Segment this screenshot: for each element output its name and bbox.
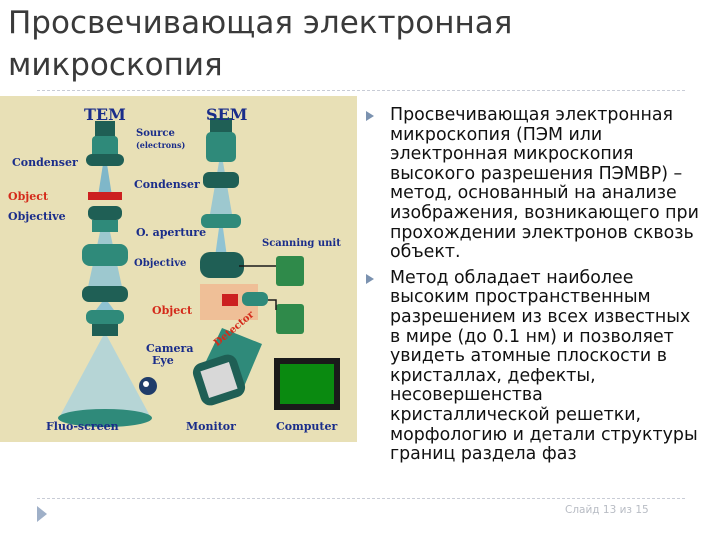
computer-label: Computer — [276, 420, 337, 433]
tem-beam-3 — [96, 302, 114, 310]
source-label: Source — [136, 128, 175, 139]
footer-divider — [37, 498, 685, 499]
monitor-label: Monitor — [186, 420, 236, 433]
computer-screen — [280, 364, 334, 404]
tem-heading: TEM — [84, 105, 126, 124]
slide-number: Слайд 13 из 15 — [565, 504, 649, 516]
sem-aperture — [201, 214, 241, 228]
sem-objective-label: Objective — [134, 258, 186, 269]
tem-gun — [95, 121, 115, 139]
sem-objective-lens — [200, 252, 244, 278]
tem-object-plate — [88, 192, 122, 200]
tem-column — [58, 121, 157, 427]
tem-sem-diagram: TEM SEM Condenser Object Objective Camer… — [0, 96, 357, 442]
bullet-marker-icon — [366, 111, 374, 121]
tem-projector-lens — [82, 244, 128, 266]
sem-object — [222, 294, 238, 306]
tem-object-label: Object — [8, 190, 49, 203]
bullet-text-2: Метод обладает наиболее высоким простран… — [390, 267, 698, 465]
tem-tube-1 — [92, 220, 118, 232]
tem-projection-cone — [60, 336, 150, 416]
bullet-list: Просвечивающая электронная микроскопия (… — [366, 105, 706, 471]
sem-heading: SEM — [206, 105, 247, 124]
sem-condenser-label: Condenser — [134, 178, 200, 191]
camera-label: Camera — [146, 342, 193, 355]
bullet-text-1: Просвечивающая электронная микроскопия (… — [390, 105, 699, 263]
tem-lower-lens — [86, 310, 124, 324]
bullet-item-1: Просвечивающая электронная микроскопия (… — [366, 105, 706, 263]
o-aperture-label: O. aperture — [136, 226, 206, 239]
source-sub-label: (electrons) — [136, 140, 185, 150]
sem-condenser-lens — [203, 172, 239, 188]
title-divider — [37, 90, 685, 91]
tem-objective-lens — [88, 206, 122, 220]
fluo-screen-label: Fluo-screen — [46, 420, 119, 433]
tem-objective-label: Objective — [8, 210, 66, 223]
eye-label: Eye — [152, 354, 174, 367]
sem-column — [200, 118, 268, 320]
sem-detector — [242, 292, 268, 306]
bullet-marker-icon — [366, 273, 374, 284]
tem-intermediate-lens — [82, 286, 128, 302]
sem-source — [206, 132, 236, 162]
footer-triangle-icon — [37, 506, 47, 522]
tem-condenser-lens — [86, 154, 124, 166]
tem-beam-1 — [98, 164, 112, 196]
sem-gun — [210, 118, 232, 136]
tem-condenser-label: Condenser — [12, 156, 78, 169]
tem-fluo-screen — [58, 409, 152, 427]
sem-monitor — [192, 328, 262, 406]
scanning-unit-label: Scanning unit — [262, 238, 341, 249]
tem-lower-tube — [92, 324, 118, 336]
bullet-item-2: Метод обладает наиболее высоким простран… — [366, 267, 706, 465]
scanning-unit-box-2 — [276, 304, 304, 334]
scanning-unit-box — [276, 256, 304, 286]
microscope-figure: TEM SEM Condenser Object Objective Camer… — [0, 96, 357, 442]
slide-title: Просвечивающая электронная микроскопия — [8, 5, 513, 83]
sem-object-label: Object — [152, 304, 193, 317]
